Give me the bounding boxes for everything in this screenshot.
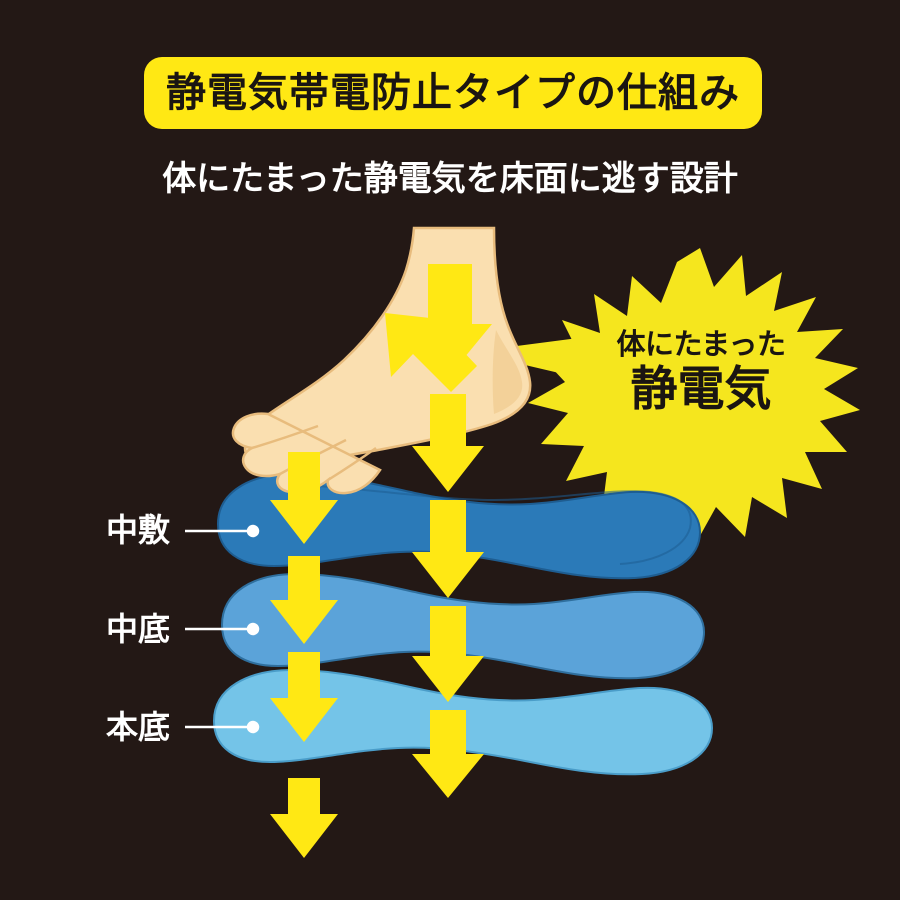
arrow-right-1	[412, 394, 484, 492]
label-insole: 中敷	[106, 511, 171, 549]
insole-inner-line	[315, 485, 692, 565]
label-midsole: 中底	[106, 610, 171, 648]
arrow-left-1	[270, 452, 338, 544]
arrow-left-4	[270, 778, 338, 858]
foot-illustration	[231, 226, 532, 495]
leader-dot-insole	[246, 524, 260, 538]
title-banner: 静電気帯電防止タイプの仕組み	[144, 57, 762, 129]
arrow-left-3	[270, 652, 338, 742]
arrow-diagonal-foot	[385, 313, 477, 392]
leader-dot-midsole	[246, 622, 260, 636]
subtitle-text: 体にたまった静電気を床面に逃す設計	[162, 159, 738, 199]
charge-flow-arrows	[270, 264, 492, 858]
ankle-shadow	[492, 330, 523, 414]
page-title: 静電気帯電防止タイプの仕組み	[166, 70, 740, 116]
label-outsole: 本底	[106, 708, 171, 746]
arrow-right-4	[412, 710, 484, 798]
leader-dot-outsole	[246, 720, 260, 734]
arrow-ankle-down	[408, 264, 492, 375]
arrow-right-2	[412, 500, 484, 598]
arrow-left-2	[270, 556, 338, 644]
starburst-shape	[528, 248, 860, 543]
arrow-right-3	[412, 606, 484, 702]
leader-lines	[185, 524, 260, 734]
